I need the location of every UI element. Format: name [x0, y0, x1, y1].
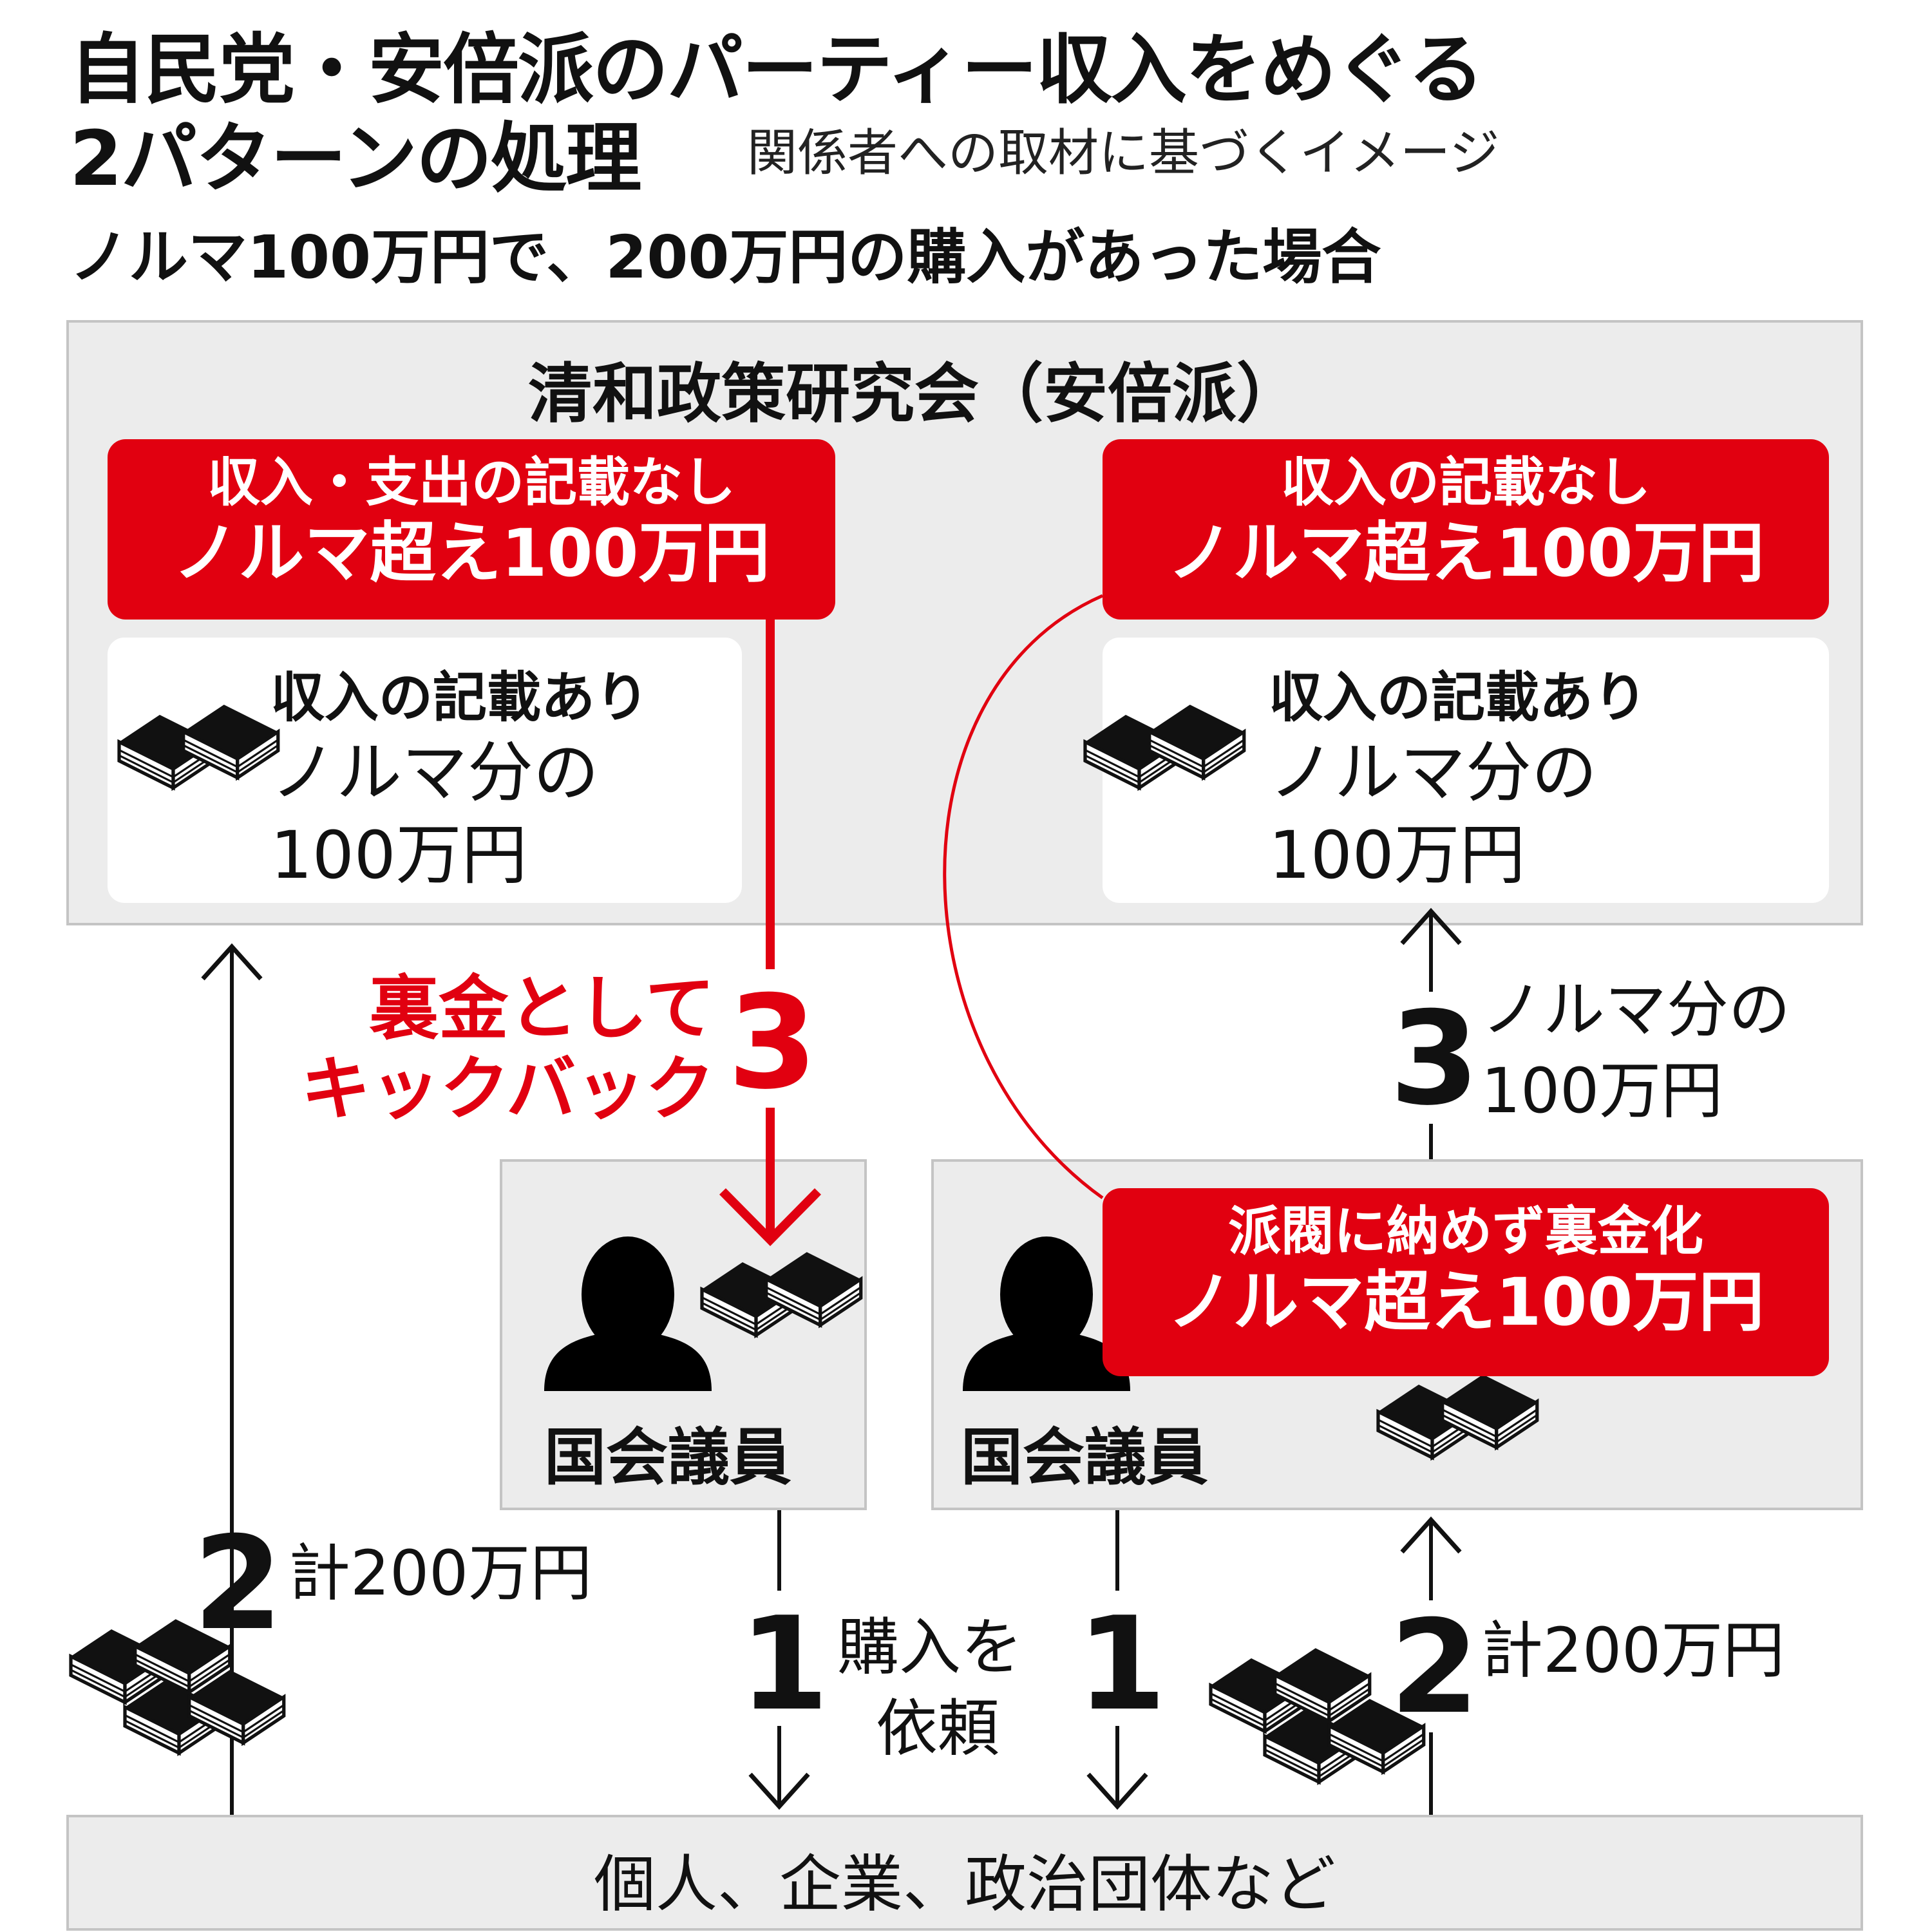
person-silhouette-icon: [544, 1236, 712, 1391]
left-step2-number: 2: [193, 1509, 283, 1659]
kickback-arrow: [719, 618, 821, 1246]
right-up-arrow-lower: [1400, 1516, 1462, 1815]
right-up-arrow-upper: [1400, 907, 1462, 1159]
right-step2-number: 2: [1390, 1593, 1480, 1743]
right-step3-line2: 100万円: [1481, 1055, 1723, 1127]
footer-label: 個人、企業、政治団体など: [594, 1848, 1336, 1920]
left-recorded-head: 収入の記載あり: [270, 666, 650, 729]
right-step3-line1: ノルマ分の: [1481, 974, 1790, 1046]
request-line2: 依頼: [876, 1692, 999, 1765]
right-recorded-head: 収入の記載あり: [1269, 666, 1648, 729]
left-recorded-line1: ノルマ分の: [270, 735, 599, 811]
left-member-panel: [500, 1159, 867, 1510]
right-unrecorded-line1: 収入の記載なし: [1280, 452, 1651, 513]
right-member-label: 国会議員: [961, 1421, 1208, 1493]
title-line1: 自民党・安倍派のパーティー収入をめぐる: [70, 25, 1484, 114]
left-recorded-box: [108, 638, 742, 903]
left-step1-number: 1: [739, 1589, 829, 1739]
source-note: 関係者への取材に基づくイメージ: [747, 124, 1500, 182]
faction-name: 清和政策研究会（安倍派）: [528, 356, 1301, 431]
right-step1-number: 1: [1077, 1589, 1167, 1739]
cash-stack-icon: [1085, 705, 1244, 788]
kickback-line2: キックバック: [301, 1049, 715, 1130]
right-slush-line1: 派閥に納めず裏金化: [1227, 1201, 1703, 1262]
right-recorded-line2: 100万円: [1269, 817, 1526, 894]
kickback-step-number: 3: [728, 968, 818, 1118]
right-step2-label: 計200万円: [1481, 1615, 1785, 1687]
right-down-arrow: [1086, 1510, 1148, 1810]
subtitle: ノルマ100万円で、200万円の購入があった場合: [70, 223, 1381, 292]
left-up-arrow: [201, 943, 263, 1815]
right-slush-box: 派閥に納めず裏金化 ノルマ超え100万円: [1103, 1188, 1829, 1376]
left-unrecorded-line1: 収入・支出の記載なし: [207, 452, 735, 513]
cash-stack-icon: [1378, 1374, 1537, 1457]
kickback-line1: 裏金として: [369, 969, 715, 1049]
footer-panel: [66, 1815, 1863, 1931]
left-unrecorded-line2: ノルマ超え100万円: [173, 515, 770, 592]
left-unrecorded-box: 収入・支出の記載なし ノルマ超え100万円: [108, 439, 835, 620]
red-link-curve: [943, 594, 1104, 1200]
cash-stack-icon: [119, 705, 278, 788]
cash-stack-icon: [702, 1252, 861, 1335]
right-step3-number: 3: [1390, 984, 1480, 1134]
left-recorded-line2: 100万円: [270, 817, 527, 894]
right-recorded-line1: ノルマ分の: [1269, 735, 1597, 811]
left-step2-label: 計200万円: [289, 1537, 592, 1609]
right-unrecorded-box: 収入の記載なし ノルマ超え100万円: [1103, 439, 1829, 620]
request-line1: 購入を: [837, 1611, 1023, 1683]
left-down-arrow: [748, 1510, 810, 1810]
title-line2: 2パターンの処理: [70, 114, 641, 203]
right-unrecorded-line2: ノルマ超え100万円: [1167, 515, 1765, 592]
right-recorded-box: [1103, 638, 1829, 903]
right-slush-line2: ノルマ超え100万円: [1167, 1264, 1765, 1341]
left-member-label: 国会議員: [544, 1421, 791, 1493]
